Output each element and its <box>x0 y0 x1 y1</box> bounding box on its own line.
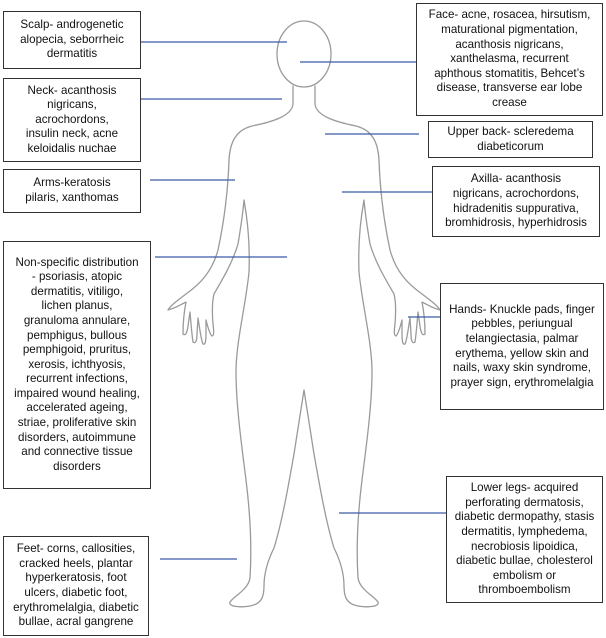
label-non-specific: Non-specific distribution - psoriasis, a… <box>14 255 140 473</box>
label-box-hands: Hands- Knuckle pads, finger pebbles, per… <box>440 283 604 410</box>
label-box-non-specific: Non-specific distribution - psoriasis, a… <box>3 241 151 489</box>
label-neck: Neck- acanthosis nigricans, acrochordons… <box>25 83 119 155</box>
torso-limbs-outline <box>167 85 441 608</box>
label-box-neck: Neck- acanthosis nigricans, acrochordons… <box>3 78 141 162</box>
head-outline <box>276 20 332 88</box>
label-face: Face- acne, rosacea, hirsutism, maturati… <box>428 8 591 109</box>
label-box-scalp: Scalp- androgenetic alopecia, seborrheic… <box>3 11 141 69</box>
label-scalp: Scalp- androgenetic alopecia, seborrheic… <box>20 18 124 61</box>
label-box-upper-back: Upper back- scleredema diabeticorum <box>428 121 593 158</box>
label-upper-back: Upper back- scleredema diabeticorum <box>447 124 574 153</box>
label-axilla: Axilla- acanthosis nigricans, acrochordo… <box>445 172 587 230</box>
label-feet: Feet- corns, callosities, cracked heels,… <box>13 542 139 629</box>
label-lower-legs: Lower legs- acquired perforating dermato… <box>454 481 595 597</box>
label-box-face: Face- acne, rosacea, hirsutism, maturati… <box>416 3 603 116</box>
label-box-feet: Feet- corns, callosities, cracked heels,… <box>3 536 149 636</box>
label-box-lower-legs: Lower legs- acquired perforating dermato… <box>446 476 603 603</box>
label-box-axilla: Axilla- acanthosis nigricans, acrochordo… <box>432 166 600 237</box>
label-box-arms: Arms-keratosis pilaris, xanthomas <box>3 169 141 213</box>
label-hands: Hands- Knuckle pads, finger pebbles, per… <box>449 302 595 389</box>
label-arms: Arms-keratosis pilaris, xanthomas <box>25 176 119 204</box>
